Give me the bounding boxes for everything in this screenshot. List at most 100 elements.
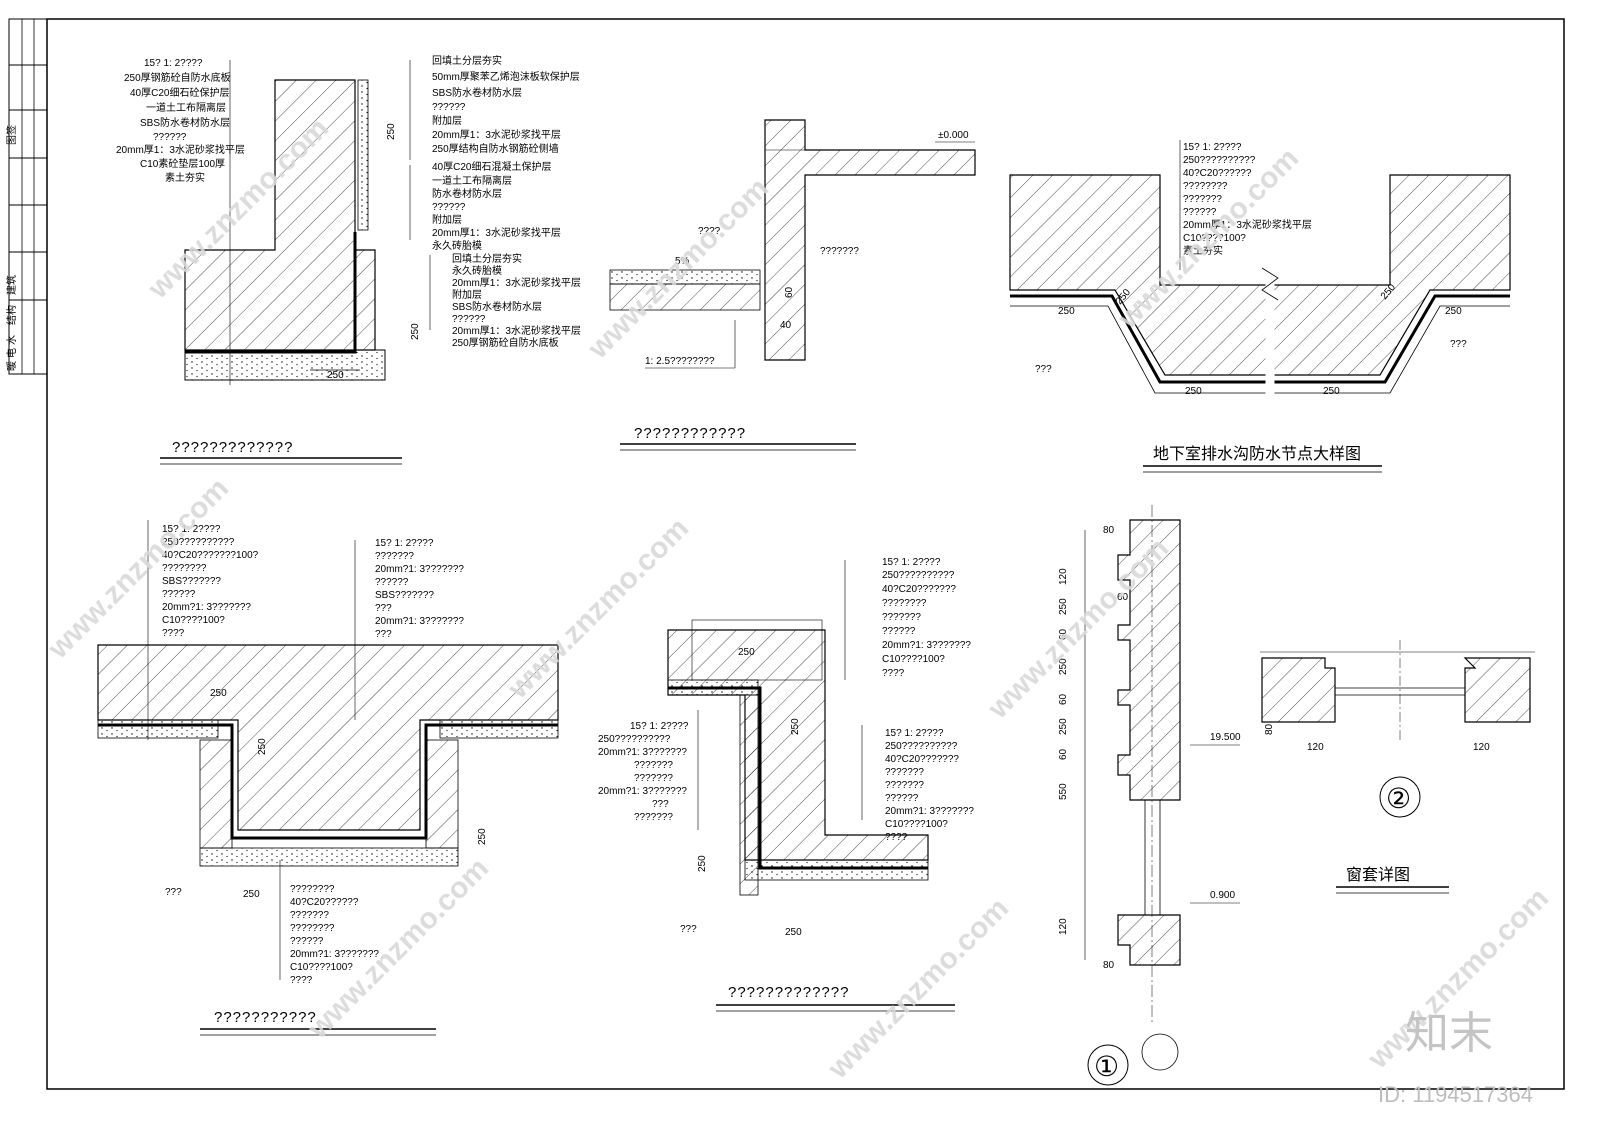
layer-label: ??? [375, 629, 392, 640]
dim-label: 250 [1058, 658, 1069, 675]
layer-label: ?????? [153, 132, 187, 143]
layer-label: ??????? [375, 551, 414, 562]
layer-label: ???????? [290, 923, 335, 934]
layer-label: 20mm?1: 3??????? [598, 747, 687, 758]
side-label: ??? [165, 887, 182, 898]
dim-label: 40 [780, 320, 792, 331]
layer-label: ??????? [1183, 194, 1222, 205]
layer-label: 250厚钢筋砼自防水底板 [124, 71, 231, 84]
side-label: ??? [1035, 364, 1052, 375]
detail-c: 15? 1: 2???? 250?????????? 40?C20?????? … [1009, 140, 1511, 473]
layer-label: 40?C20???????100? [162, 550, 259, 561]
layer-label: 15? 1: 2???? [885, 728, 944, 739]
layer-label: C10????100? [885, 819, 948, 830]
layer-label: 20mm?1: 3??????? [290, 949, 379, 960]
layer-label: 40?C20??????? [885, 754, 959, 765]
detail-g: 120 120 80 ② 窗套详图 [1260, 640, 1535, 894]
dim-label: 120 [1058, 918, 1069, 935]
layer-label: 20mm厚1：3水泥砂浆找平层 [432, 128, 561, 141]
detail-marker: ① [1094, 1051, 1119, 1082]
layer-label: ??????? [634, 760, 673, 771]
layer-label: 15? 1: 2???? [630, 721, 689, 732]
detail-title: 窗套详图 [1346, 866, 1410, 884]
layer-label: 1: 2.5???????? [645, 356, 715, 367]
title-block-row: 水 [6, 335, 18, 345]
layer-label: 250?????????? [882, 570, 955, 581]
slope-label: 5% [675, 256, 690, 267]
title-block-row: 结构 [5, 305, 18, 325]
dim-label: 250 [477, 828, 488, 845]
layer-label: ???????? [1183, 181, 1228, 192]
layer-label: 20mm厚1：3水泥砂浆找平层 [452, 324, 581, 337]
layer-label: ?????? [885, 793, 919, 804]
layer-label: 40?C20??????? [882, 584, 956, 595]
layer-label: ???? [290, 975, 313, 986]
layer-label: 250?????????? [598, 734, 671, 745]
detail-title: ???????????? [634, 425, 746, 442]
layer-label: SBS防水卷材防水层 [452, 300, 542, 313]
layer-label: ?????? [432, 102, 466, 113]
layer-label: 防水卷材防水层 [432, 187, 502, 200]
dim-label: 60 [784, 286, 795, 298]
dim-label: 250 [697, 855, 708, 872]
id-watermark: ID: 1194517364 [1378, 1082, 1533, 1107]
detail-b: ±0.000 5% ???? ??????? 1: 2.5???????? 60… [609, 119, 976, 451]
detail-title: ????????????? [728, 984, 849, 1001]
layer-label: ???????? [290, 884, 335, 895]
layer-label: 15? 1: 2???? [882, 557, 941, 568]
layer-label: ???????? [882, 598, 927, 609]
layer-label: 附加层 [432, 114, 462, 127]
layer-label: 40厚C20细石混凝土保护层 [432, 160, 551, 173]
title-block-row: 电 [5, 348, 18, 358]
level-label: 19.500 [1210, 732, 1241, 743]
dim-label: 250 [243, 889, 260, 900]
layer-label: ?????? [1183, 207, 1217, 218]
layer-label: C10????100? [1183, 233, 1246, 244]
layer-label: 250厚钢筋砼自防水底板 [452, 336, 559, 349]
layer-label: ???? [882, 668, 905, 679]
layer-label: 20mm厚1：3水泥砂浆找平层 [452, 276, 581, 289]
layer-label: 15? 1: 2???? [1183, 142, 1242, 153]
title-block-top: 图签 [5, 125, 18, 145]
dim-label: 550 [1058, 783, 1069, 800]
detail-d: 15? 1: 2???? 250?????????? 40?C20???????… [97, 520, 559, 1036]
dim-label: 250 [1323, 386, 1340, 397]
dim-label: 60 [1117, 592, 1129, 603]
layer-label: 永久砖胎模 [432, 239, 482, 252]
layer-label: ?????? [375, 577, 409, 588]
detail-title: ????????????? [172, 439, 293, 456]
layer-label: 20mm?1: 3??????? [375, 564, 464, 575]
layer-label: SBS防水卷材防水层 [140, 116, 230, 129]
layer-label: ???? [162, 628, 185, 639]
layer-label: 40?C20?????? [290, 897, 359, 908]
layer-label: 15? 1: 2???? [162, 524, 221, 535]
layer-label: ?????? [882, 626, 916, 637]
layer-label: SBS??????? [162, 576, 221, 587]
layer-label: 250?????????? [1183, 155, 1256, 166]
sheet-border [46, 18, 1565, 1090]
detail-title: 地下室排水沟防水节点大样图 [1153, 445, 1361, 463]
layer-label: 20mm?1: 3??????? [885, 806, 974, 817]
layer-label: ??????? [820, 246, 859, 257]
level-label: 0.900 [1210, 890, 1235, 901]
detail-e: 15? 1: 2???? 250?????????? 40?C20???????… [598, 557, 974, 1012]
dim-label: 250 [1445, 306, 1462, 317]
brand-watermark: 知末 [1405, 1009, 1493, 1058]
layer-label: 250?????????? [162, 537, 235, 548]
dim-label: 250 [327, 370, 344, 381]
dim-label: 250 [410, 323, 421, 340]
layer-label: 20mm?1: 3??????? [598, 786, 687, 797]
detail-a: 250 250 250 15? 1: 2???? 250厚钢筋砼自防水底板 40… [116, 54, 581, 465]
layer-label: ?????? [162, 589, 196, 600]
layer-label: 附加层 [452, 288, 482, 301]
layer-label: 20mm厚1：3水泥砂浆找平层 [432, 226, 561, 239]
dim-label: 120 [1307, 742, 1324, 753]
layer-label: 附加层 [432, 213, 462, 226]
side-label: ??? [1450, 339, 1467, 350]
layer-label: 回填土分层夯实 [432, 54, 502, 67]
layer-label: 素土夯实 [1183, 244, 1223, 257]
layer-label: 20mm?1: 3??????? [162, 602, 251, 613]
dim-label: 250 [738, 647, 755, 658]
dim-label: 120 [1473, 742, 1490, 753]
